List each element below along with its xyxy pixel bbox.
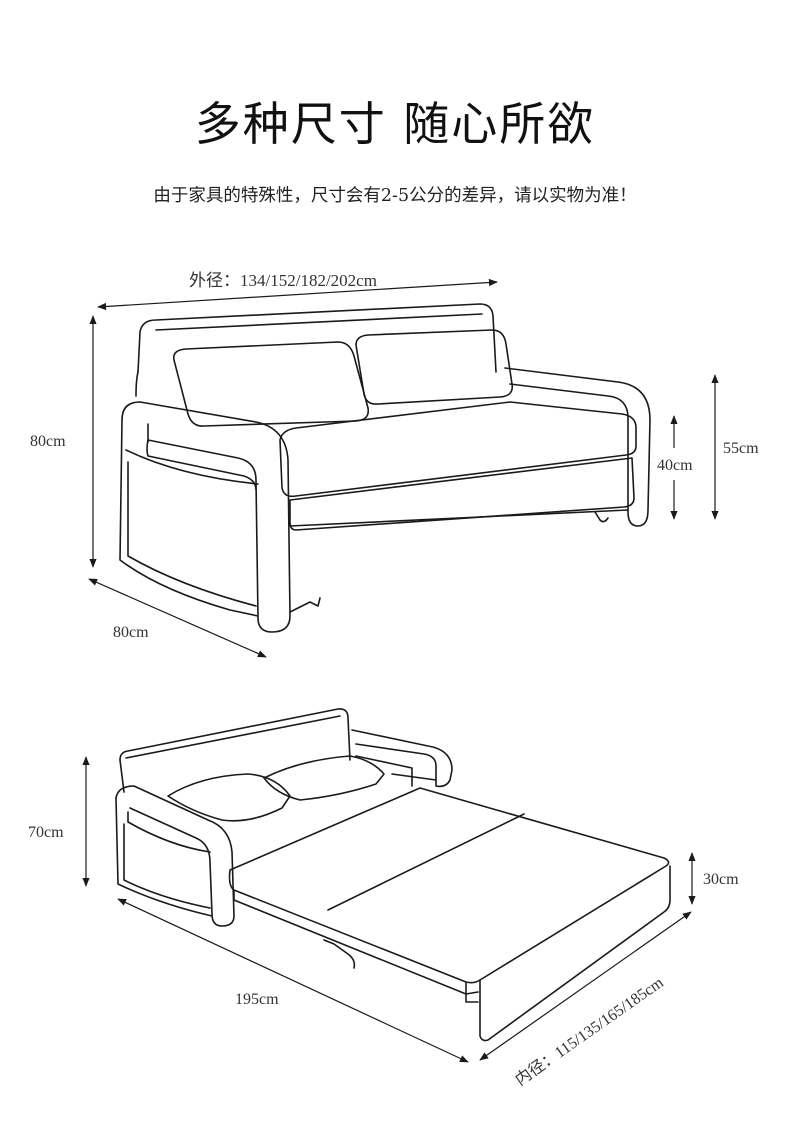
sofa-dimension-lines: [88, 278, 719, 658]
sofa-seat: [279, 401, 637, 498]
bed-drawing: [115, 708, 671, 1042]
sofa-right-arm: [504, 367, 651, 527]
bed-pillow-right: [263, 755, 385, 801]
bed-mattress: [228, 787, 670, 984]
bed-dimension-lines: [82, 756, 696, 1063]
page-title: 多种尺寸 随心所欲: [194, 97, 596, 151]
inner-width-arrow: [479, 911, 692, 1061]
sofa-cushion-right: [355, 329, 514, 405]
bed-pillow-left: [167, 773, 291, 822]
length-label: 195cm: [235, 991, 279, 1008]
sofa-cushion-left: [172, 341, 370, 427]
length-arrow: [117, 898, 469, 1063]
sofa-drawing: [119, 303, 651, 633]
thickness-label: 30cm: [703, 871, 739, 888]
sofa-backrest: [137, 303, 497, 373]
outer-width-arrow: [97, 278, 498, 311]
bed-left-arm: [115, 785, 235, 927]
sofa-depth-label: 80cm: [113, 624, 149, 641]
depth-arrow: [88, 578, 267, 658]
inner-width-label: 内径：115/135/165/185cm: [512, 973, 667, 1089]
bed-backrest: [119, 708, 351, 761]
sofa-height-label: 80cm: [30, 433, 66, 450]
arm-height-label: 55cm: [723, 440, 759, 457]
outer-width-label: 外径：134/152/182/202cm: [189, 271, 377, 290]
bed-right-arm: [351, 729, 453, 788]
back-height-label: 70cm: [28, 824, 64, 841]
disclaimer-text: 由于家具的特殊性，尺寸会有2-5公分的差异，请以实物为准！: [153, 186, 637, 206]
seat-height-label: 40cm: [657, 457, 693, 474]
